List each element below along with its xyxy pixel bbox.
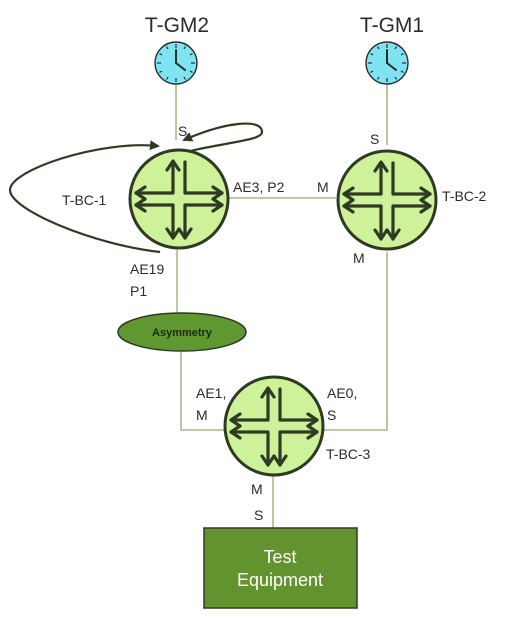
port-label: AE1, bbox=[196, 385, 226, 401]
router-name: T-BC-2 bbox=[442, 188, 487, 204]
links bbox=[175, 84, 388, 528]
port-label: S bbox=[178, 123, 187, 139]
router-arrows-icon bbox=[229, 386, 319, 467]
link-asymmetry-bc3 bbox=[180, 352, 226, 431]
port-label: M bbox=[317, 179, 329, 195]
loop-arrow-icon bbox=[8, 122, 264, 254]
port-label: M bbox=[251, 481, 263, 497]
router-name: T-BC-3 bbox=[326, 446, 371, 462]
port-label: AE0, bbox=[327, 385, 357, 401]
grandmaster-t-gm2: T-GM2 bbox=[145, 14, 209, 85]
router-t-bc-1: T-BC-1 bbox=[62, 148, 230, 250]
port-label: AE3, P2 bbox=[233, 179, 285, 195]
asymmetry-label: Asymmetry bbox=[152, 327, 213, 339]
port-label: M bbox=[196, 407, 208, 423]
router-t-bc-2: T-BC-2 bbox=[336, 149, 487, 251]
gm-name: T-GM2 bbox=[145, 14, 209, 37]
link-bc2-bc3 bbox=[322, 252, 388, 431]
port-labels: S AE3, P2 AE19 P1 S M M AE1, M AE0, S M … bbox=[130, 123, 379, 523]
asymmetry-node: Asymmetry bbox=[117, 312, 247, 352]
port-label: S bbox=[254, 507, 263, 523]
equipment-label-line1: Test bbox=[263, 547, 296, 567]
router-arrows-icon bbox=[342, 160, 432, 241]
router-t-bc-3: T-BC-3 bbox=[223, 375, 371, 477]
port-label: S bbox=[327, 407, 336, 423]
port-label: AE19 bbox=[130, 261, 164, 277]
router-body bbox=[336, 149, 438, 251]
clock-icon bbox=[154, 41, 198, 85]
port-label: M bbox=[353, 250, 365, 266]
router-arrows-icon bbox=[134, 159, 224, 240]
test-equipment: Test Equipment bbox=[203, 527, 358, 609]
router-body bbox=[128, 148, 230, 250]
clock-icon bbox=[365, 41, 409, 85]
port-label: P1 bbox=[130, 283, 147, 299]
gm-name: T-GM1 bbox=[360, 14, 424, 37]
equipment-label-line2: Equipment bbox=[237, 570, 323, 590]
router-body bbox=[223, 375, 325, 477]
grandmaster-t-gm1: T-GM1 bbox=[360, 14, 424, 85]
port-label: S bbox=[370, 131, 379, 147]
router-name: T-BC-1 bbox=[62, 192, 107, 208]
